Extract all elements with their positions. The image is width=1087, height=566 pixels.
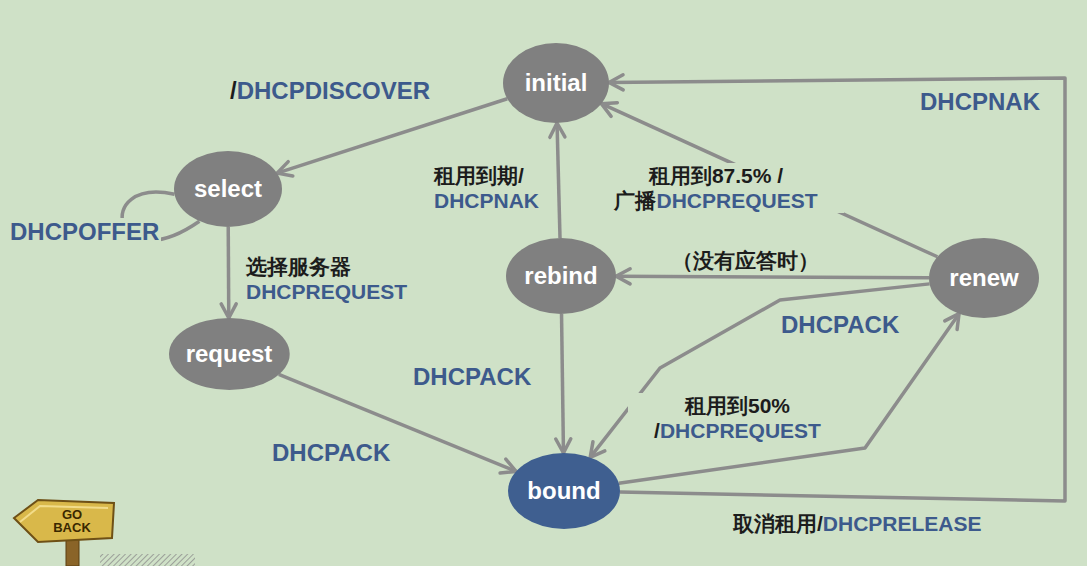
state-name: select	[194, 175, 262, 204]
arrow-head	[221, 304, 236, 318]
transition-label: 租用到50% /DHCPREQUEST	[628, 393, 847, 443]
transition-label: （没有应答时）	[670, 248, 821, 273]
text-run: 取消租用/	[733, 512, 823, 535]
sign-shadow	[100, 554, 195, 566]
state-name: renew	[949, 264, 1018, 293]
transition-label: DHCPACK	[270, 439, 392, 468]
text-run: DHCPNAK	[920, 88, 1040, 115]
transition-line	[609, 78, 1065, 501]
text-run: DHCPREQUEST	[656, 189, 817, 212]
ellipse-shape	[169, 318, 290, 390]
text-run: 选择服务器	[246, 255, 351, 278]
sign-board	[14, 500, 114, 542]
transition-line	[557, 123, 560, 238]
transition-line	[277, 99, 507, 173]
transition-label: 租用到87.5% /广播DHCPREQUEST	[588, 163, 844, 213]
arrow-head	[277, 162, 293, 176]
transition-label: DHCPACK	[779, 311, 901, 340]
transition-label: 取消租用/DHCPRELEASE	[731, 511, 984, 536]
ellipse-shape	[508, 453, 620, 529]
text-run: DHCPRELEASE	[823, 512, 982, 535]
transition-arrow	[601, 103, 937, 257]
transition-label: DHCPOFFER	[8, 218, 161, 247]
text-run: 租用到期/	[434, 164, 524, 187]
state-ellipse: rebind	[506, 238, 616, 314]
state-ellipse: request	[169, 318, 290, 390]
transition-label: 选择服务器 DHCPREQUEST	[244, 254, 448, 304]
arrow-head	[550, 123, 565, 137]
text-run: DHCPACK	[781, 311, 899, 338]
text-run: DHCPDISCOVER	[237, 77, 430, 104]
ellipse-shape	[929, 238, 1039, 318]
state-ellipse: select	[174, 151, 282, 227]
text-run: DHCPACK	[413, 363, 531, 390]
transition-arrow	[556, 314, 571, 453]
sign-text: GO BACK	[50, 508, 94, 534]
state-ellipse: initial	[503, 43, 609, 123]
transition-label: /DHCPDISCOVER	[228, 77, 432, 106]
text-run: DHCPREQUEST	[660, 419, 821, 442]
state-ellipse: bound	[508, 453, 620, 529]
arrow-head	[590, 442, 605, 458]
transition-line	[601, 104, 937, 257]
free-label: DHCPNAK	[918, 88, 1042, 117]
text-run: DHCPACK	[272, 439, 390, 466]
transition-line	[562, 314, 564, 453]
state-name: bound	[527, 477, 600, 506]
state-name: initial	[525, 69, 588, 98]
arrow-head	[556, 439, 571, 453]
transition-arrow	[609, 75, 1065, 501]
ellipse-shape	[174, 151, 282, 227]
transition-line	[616, 276, 929, 277]
text-run: DHCPREQUEST	[246, 280, 407, 303]
arrow-head	[500, 459, 516, 473]
transition-line	[226, 227, 230, 318]
text-run: DHCPNAK	[434, 189, 539, 212]
state-ellipse: renew	[929, 238, 1039, 318]
ellipse-shape	[506, 238, 616, 314]
transition-label: DHCPACK	[411, 363, 533, 392]
transition-line	[590, 284, 929, 458]
arrow-head	[609, 75, 623, 90]
arrow-head	[616, 269, 630, 284]
transition-label: 租用到期/ DHCPNAK	[432, 163, 554, 213]
text-run: /	[230, 77, 237, 104]
text-run: （没有应答时）	[672, 249, 819, 272]
state-name: rebind	[524, 262, 597, 291]
ellipse-shape	[503, 43, 609, 123]
arrow-head	[945, 314, 959, 330]
state-name: request	[186, 340, 273, 369]
arrow-head	[601, 103, 617, 117]
transition-arrow	[221, 227, 236, 318]
transition-arrow	[590, 284, 929, 458]
text-run: DHCPOFFER	[10, 218, 159, 245]
